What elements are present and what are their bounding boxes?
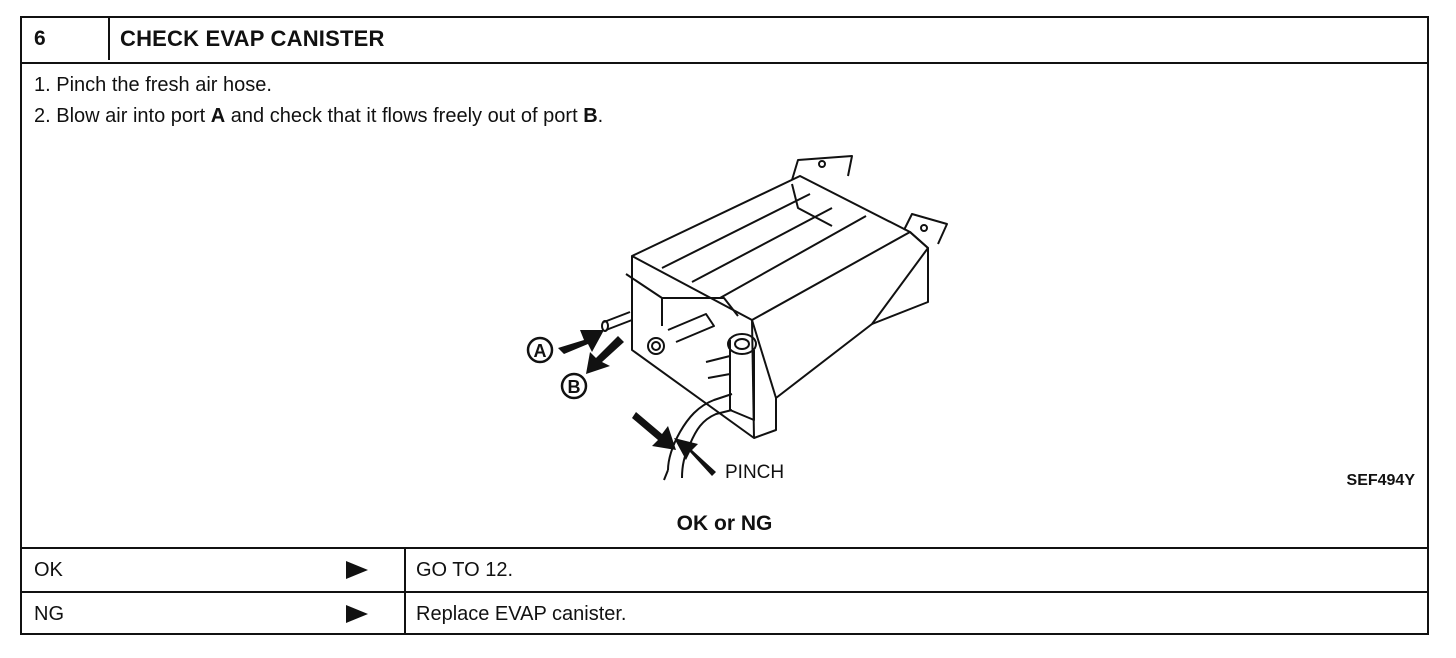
result-row-ok: OK GO TO 12. xyxy=(22,547,1427,591)
arrow-in-icon xyxy=(558,330,604,354)
right-arrow-icon xyxy=(346,605,368,623)
pinch-arrow-icon xyxy=(632,412,676,450)
result-action: Replace EVAP canister. xyxy=(416,603,627,625)
instruction-text: . xyxy=(597,105,604,127)
arrow-out-icon xyxy=(586,336,624,374)
result-row-ng: NG Replace EVAP canister. xyxy=(22,591,1427,635)
instruction-item: 1. Pinch the fresh air hose. xyxy=(34,70,603,101)
port-b-reference: B xyxy=(583,105,598,127)
step-header: 6 CHECK EVAP CANISTER xyxy=(22,18,1427,64)
result-prompt: OK or NG xyxy=(676,512,773,535)
instruction-text: Pinch the fresh air hose. xyxy=(56,74,272,96)
instruction-list: 1. Pinch the fresh air hose. 2. Blow air… xyxy=(34,70,603,132)
inspection-sheet: 6 CHECK EVAP CANISTER 1. Pinch the fresh… xyxy=(20,16,1429,635)
figure-code: SEF494Y xyxy=(1346,472,1415,489)
step-number: 6 xyxy=(22,18,110,60)
instruction-text: and check that it flows freely out of po… xyxy=(225,105,584,127)
port-b-label: B xyxy=(568,377,581,397)
port-a-reference: A xyxy=(210,105,226,127)
right-arrow-icon xyxy=(346,561,368,579)
instruction-item: 2. Blow air into port A and check that i… xyxy=(34,101,603,132)
step-title: CHECK EVAP CANISTER xyxy=(120,26,385,51)
result-condition-cell: NG xyxy=(22,593,406,635)
evap-canister-illustration: A B PINCH xyxy=(526,155,948,483)
pinch-label: PINCH xyxy=(725,462,784,483)
result-action: GO TO 12. xyxy=(416,559,514,581)
result-label: OK xyxy=(34,559,63,581)
instruction-number: 1. xyxy=(34,74,51,96)
port-a-label: A xyxy=(534,341,547,361)
result-condition-cell: OK xyxy=(22,549,406,591)
pinch-arrow-icon xyxy=(674,438,716,476)
instruction-number: 2. xyxy=(34,105,51,127)
result-label: NG xyxy=(34,603,64,625)
instruction-text: Blow air into port xyxy=(56,105,211,127)
